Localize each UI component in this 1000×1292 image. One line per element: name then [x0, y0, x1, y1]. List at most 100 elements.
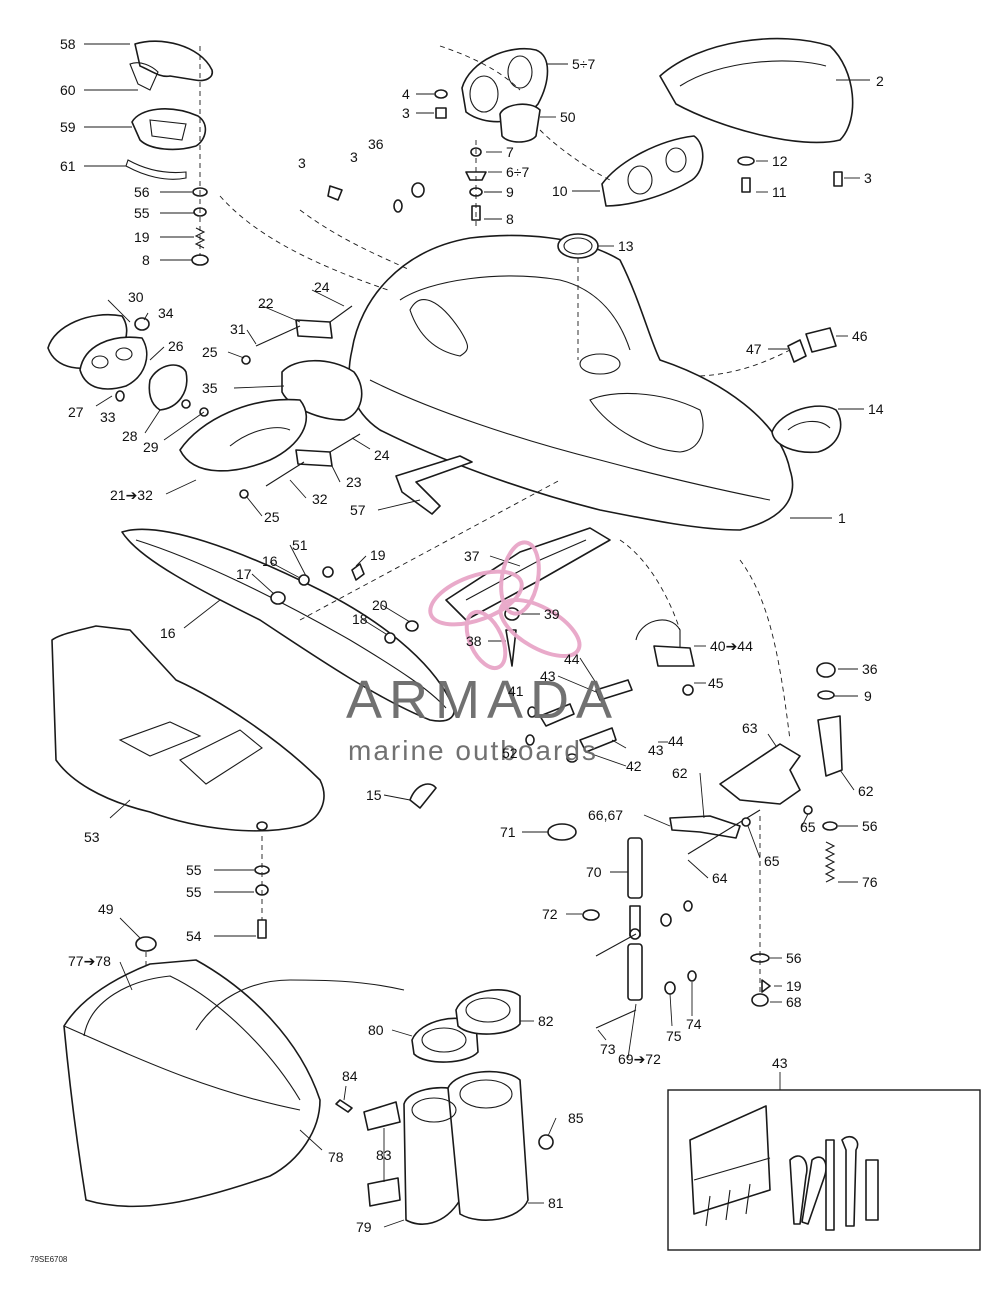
callout-39: 39	[544, 606, 560, 622]
callout-31: 31	[230, 321, 246, 337]
hull-liner-53	[51, 625, 325, 832]
callout-45: 45	[708, 675, 724, 691]
callout-69-72: 69➔72	[618, 1051, 661, 1067]
callout-3c: 3	[298, 155, 306, 171]
gas-spring-assembly	[582, 837, 697, 1029]
callout-71: 71	[500, 824, 516, 840]
callout-47: 47	[746, 341, 762, 357]
callout-9: 9	[506, 184, 514, 200]
callout-32: 32	[312, 491, 328, 507]
callout-56c: 56	[786, 950, 802, 966]
watermark-brand: ARMADA	[346, 670, 619, 730]
callout-8: 8	[142, 252, 150, 268]
callout-43-toolkit: 43	[772, 1055, 788, 1071]
callout-52: 52	[502, 745, 518, 761]
callout-53: 53	[84, 829, 100, 845]
callout-7: 7	[506, 144, 514, 160]
callout-70: 70	[586, 864, 602, 880]
callout-8b: 8	[506, 211, 514, 227]
callout-11: 11	[772, 184, 787, 200]
right-bolt-stack	[750, 662, 838, 1007]
callout-3: 3	[402, 105, 410, 121]
callout-57: 57	[350, 502, 366, 518]
callout-46: 46	[852, 328, 868, 344]
callout-54: 54	[186, 928, 202, 944]
latch-assembly	[525, 679, 633, 763]
callout-16b: 16	[160, 625, 176, 641]
steering-pads-group	[179, 305, 363, 499]
callout-55c: 55	[186, 884, 202, 900]
gauge-bezel-group	[434, 48, 704, 226]
callout-4: 4	[402, 86, 410, 102]
callout-22: 22	[258, 295, 274, 311]
windshield-group	[659, 37, 854, 193]
screw-group-top	[327, 182, 425, 213]
liner-screw-stack	[254, 836, 270, 939]
callout-3d: 3	[350, 149, 358, 165]
tool-kit-box	[667, 1072, 981, 1251]
callout-63: 63	[742, 720, 758, 736]
figure-code: 79SE6708	[30, 1255, 68, 1264]
callout-12: 12	[772, 153, 788, 169]
callout-21-32: 21➔32	[110, 487, 153, 503]
callout-17: 17	[236, 566, 252, 582]
callout-3b: 3	[864, 170, 872, 186]
callout-43b: 43	[648, 742, 664, 758]
callout-68: 68	[786, 994, 802, 1010]
callout-37: 37	[464, 548, 480, 564]
callout-65b: 65	[764, 853, 780, 869]
callout-83: 83	[376, 1147, 392, 1163]
callout-18: 18	[352, 611, 368, 627]
callout-44: 44	[564, 651, 580, 667]
callout-29: 29	[143, 439, 159, 455]
callout-35: 35	[202, 380, 218, 396]
fitting-40-44	[635, 619, 695, 696]
callout-24: 24	[314, 279, 330, 295]
callout-26: 26	[168, 338, 184, 354]
hinge-bracket-group	[669, 715, 843, 855]
callout-51: 51	[292, 537, 308, 553]
dual-cup-holder	[335, 989, 554, 1225]
callout-75: 75	[666, 1028, 682, 1044]
callout-43: 43	[540, 668, 556, 684]
callout-60: 60	[60, 82, 76, 98]
callout-19c: 19	[786, 978, 802, 994]
callout-25b: 25	[264, 509, 280, 525]
callout-27: 27	[68, 404, 84, 420]
callout-76: 76	[862, 874, 878, 890]
callout-23: 23	[346, 474, 362, 490]
storage-bin	[63, 936, 405, 1208]
handlebar-cover-group	[125, 40, 214, 266]
callout-20: 20	[372, 597, 388, 613]
callout-64: 64	[712, 870, 728, 886]
callout-14: 14	[868, 401, 884, 417]
callout-56: 56	[134, 184, 150, 200]
clip-and-clamp	[409, 783, 577, 841]
callout-80: 80	[368, 1022, 384, 1038]
left-mirror-group	[47, 314, 209, 417]
callout-62: 62	[672, 765, 688, 781]
side-cover-group	[771, 327, 842, 454]
assembly-paths	[219, 45, 791, 741]
callout-labels: 58 60 59 61 56 55 19 8 4 3 5÷7 50 7 6÷7 …	[30, 36, 884, 1264]
callout-1: 1	[838, 510, 846, 526]
callout-61: 61	[60, 158, 76, 174]
callout-55: 55	[134, 205, 150, 221]
callout-41: 41	[508, 683, 524, 699]
callout-82: 82	[538, 1013, 554, 1029]
watermark-tagline: marine outboards	[348, 735, 598, 766]
callout-72: 72	[542, 906, 558, 922]
leader-lines	[84, 43, 870, 1228]
callout-28: 28	[122, 428, 138, 444]
callout-15: 15	[366, 787, 382, 803]
callout-56b: 56	[862, 818, 878, 834]
callout-34: 34	[158, 305, 174, 321]
callout-79: 79	[356, 1219, 372, 1235]
callout-25: 25	[202, 344, 218, 360]
callout-16: 16	[262, 553, 278, 569]
callout-30: 30	[128, 289, 144, 305]
callout-36: 36	[368, 136, 384, 152]
callout-66-67: 66,67	[588, 807, 623, 823]
callout-74: 74	[686, 1016, 702, 1032]
